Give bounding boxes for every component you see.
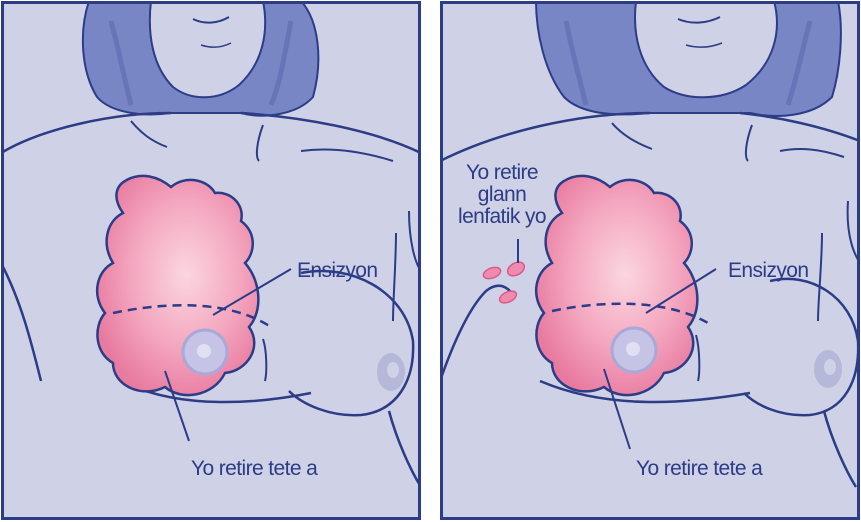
breast-tissue bbox=[97, 176, 258, 395]
incision-label: Ensizyon bbox=[728, 259, 808, 282]
illustration-panel-left: Ensizyon Yo retire tete a bbox=[1, 1, 421, 520]
removed-tissue-label: Yo retire tete a bbox=[636, 457, 763, 480]
incision-label: Ensizyon bbox=[297, 259, 377, 282]
mastectomy-lymph-illustration: Ensizyon Yo retire tete a Yo retire glan… bbox=[440, 1, 860, 520]
illustration-panel-right: Ensizyon Yo retire tete a Yo retire glan… bbox=[440, 1, 860, 520]
removed-tissue-label: Yo retire tete a bbox=[191, 457, 318, 480]
lymph-label-line-1: Yo retire bbox=[466, 161, 538, 184]
lymph-label-line-2: glann bbox=[478, 183, 526, 206]
lymph-label-line-3: lenfatik yo bbox=[458, 205, 546, 228]
mastectomy-illustration: Ensizyon Yo retire tete a bbox=[1, 1, 421, 520]
